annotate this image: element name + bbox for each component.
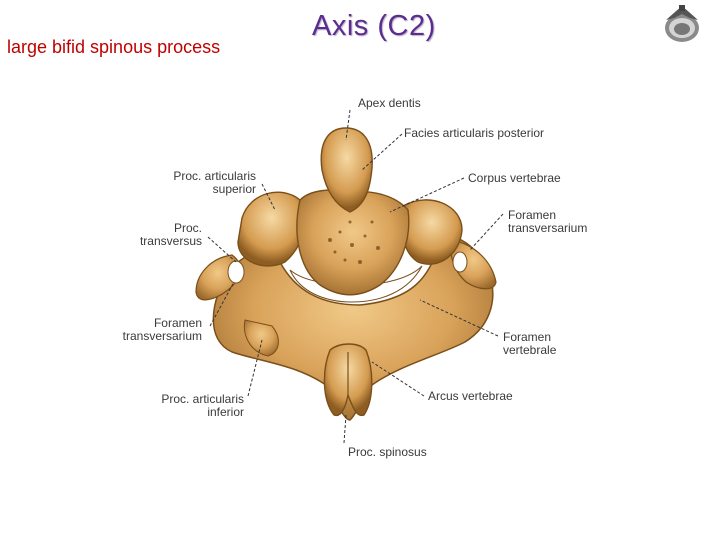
slide-title: Axis (C2) [312,10,436,42]
label-proc-articularis-inferior: Proc. articularis inferior [161,392,244,419]
label-facies-articularis-posterior: Facies articularis posterior [404,126,545,140]
label-corpus-vertebrae: Corpus vertebrae [468,171,561,185]
vertebra-logo-icon [665,5,699,42]
label-foramen-transversarium-right: Foramen transversarium [508,208,588,235]
vertebral-arch-shape [212,236,494,421]
label-proc-articularis-superior: Proc. articularis superior [173,169,256,196]
dens-shape [320,127,373,213]
label-apex-dentis: Apex dentis [358,96,421,110]
label-arcus-vertebrae: Arcus vertebrae [428,389,513,403]
label-foramen-vertebrale: Foramen vertebrale [503,330,557,357]
label-proc-transversus: Proc. transversus [139,221,202,248]
label-proc-spinosus: Proc. spinosus [348,445,427,459]
label-foramen-transversarium-left: Foramen transversarium [122,316,202,343]
slide-note: large bifid spinous process [7,37,221,57]
